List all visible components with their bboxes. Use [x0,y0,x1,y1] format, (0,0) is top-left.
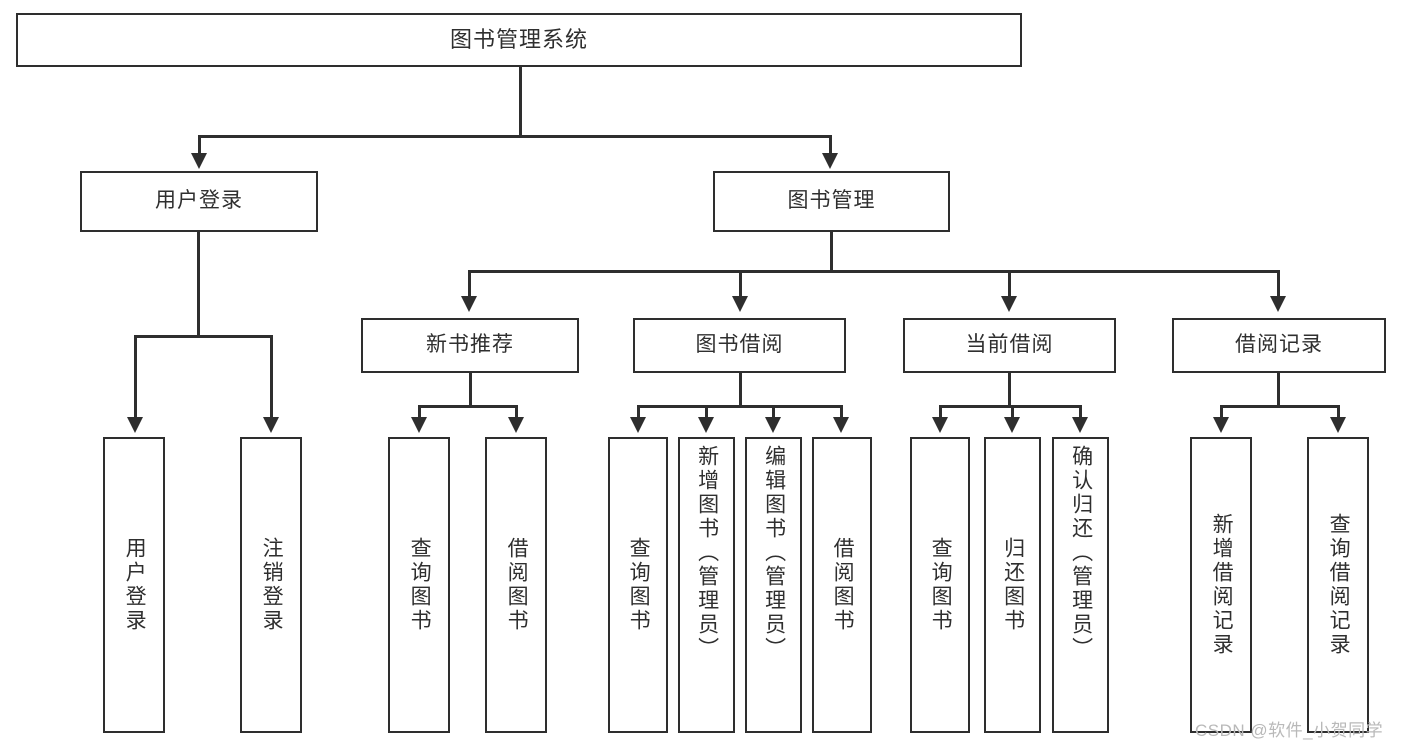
arrow-book-manage-to-current-borrow [1001,296,1017,312]
connector-user-login-stem [197,232,200,337]
node-label: 借阅图书 [831,537,855,633]
node-current-borrow[interactable]: 当前借阅 [903,318,1116,373]
node-leaf-borrow-book-2[interactable]: 借阅图书 [812,437,872,733]
arrow-book-manage-to-book-borrow [732,296,748,312]
connector-book-manage-b4 [1277,270,1280,299]
connector-root-bar [198,135,831,138]
node-root-system[interactable]: 图书管理系统 [16,13,1022,67]
node-leaf-query-book-3[interactable]: 查询图书 [910,437,970,733]
connector-user-login-left [134,335,137,419]
node-label: 借阅图书 [505,537,529,633]
node-label: 归还图书 [1001,537,1025,633]
node-book-manage[interactable]: 图书管理 [713,171,950,232]
node-label: 图书管理系统 [449,27,588,53]
connector-user-login-right [270,335,273,419]
node-label: 新增图书（管理员） [695,445,719,661]
connector-book-borrow-l2 [705,405,708,419]
arrow-root-to-user-login [191,153,207,169]
node-label: 查询图书 [929,537,953,633]
connector-borrow-record-bar [1220,405,1340,408]
connector-book-manage-bar [468,270,1280,273]
node-label: 查询图书 [627,537,651,633]
connector-root-to-book-manage [829,135,832,157]
connector-current-borrow-l2 [1011,405,1014,419]
node-label: 新书推荐 [426,333,514,357]
arrow-user-login-leaf-1 [127,417,143,433]
node-leaf-add-book-admin[interactable]: 新增图书（管理员） [678,437,735,733]
connector-book-manage-b1 [468,270,471,299]
node-leaf-add-borrow-record[interactable]: 新增借阅记录 [1190,437,1252,733]
connector-book-borrow-l1 [637,405,640,419]
connector-root-to-user-login [198,135,201,157]
arrow-book-manage-to-borrow-record [1270,296,1286,312]
arrow-root-to-book-manage [822,153,838,169]
connector-borrow-record-l1 [1220,405,1223,419]
connector-book-manage-b2 [739,270,742,299]
arrow-book-manage-to-new-book [461,296,477,312]
node-leaf-confirm-return-admin[interactable]: 确认归还（管理员） [1052,437,1109,733]
connector-book-borrow-bar [637,405,842,408]
connector-new-book-stem [469,373,472,408]
connector-root-stem [519,67,522,137]
connector-book-borrow-l3 [772,405,775,419]
node-leaf-user-login[interactable]: 用户登录 [103,437,165,733]
node-label: 查询借阅记录 [1327,513,1351,657]
connector-borrow-record-stem [1277,373,1280,408]
node-label: 借阅记录 [1235,333,1323,357]
node-new-book-recommend[interactable]: 新书推荐 [361,318,579,373]
node-label: 注销登录 [260,537,284,633]
arrow-book-borrow-leaf-2 [698,417,714,433]
node-label: 新增借阅记录 [1210,513,1234,657]
connector-book-manage-b3 [1008,270,1011,299]
node-label: 图书管理 [787,189,876,213]
arrow-new-book-leaf-1 [411,417,427,433]
arrow-new-book-leaf-2 [508,417,524,433]
node-leaf-logout-login[interactable]: 注销登录 [240,437,302,733]
arrow-book-borrow-leaf-1 [630,417,646,433]
arrow-borrow-record-leaf-1 [1213,417,1229,433]
connector-new-book-l1 [418,405,421,419]
node-book-borrow[interactable]: 图书借阅 [633,318,846,373]
arrow-current-borrow-leaf-1 [932,417,948,433]
node-leaf-query-book-1[interactable]: 查询图书 [388,437,450,733]
connector-new-book-l2 [515,405,518,419]
arrow-book-borrow-leaf-4 [833,417,849,433]
connector-current-borrow-l3 [1079,405,1082,419]
arrow-user-login-leaf-2 [263,417,279,433]
arrow-borrow-record-leaf-2 [1330,417,1346,433]
node-label: 查询图书 [408,537,432,633]
connector-new-book-bar [418,405,518,408]
connector-current-borrow-l1 [939,405,942,419]
arrow-current-borrow-leaf-3 [1072,417,1088,433]
node-label: 当前借阅 [965,333,1054,357]
node-label: 用户登录 [123,537,147,633]
node-label: 确认归还（管理员） [1069,445,1093,661]
connector-borrow-record-l2 [1337,405,1340,419]
node-leaf-edit-book-admin[interactable]: 编辑图书（管理员） [745,437,802,733]
connector-book-borrow-stem [739,373,742,408]
arrow-book-borrow-leaf-3 [765,417,781,433]
connector-book-manage-stem [830,232,833,272]
node-leaf-query-book-2[interactable]: 查询图书 [608,437,668,733]
connector-user-login-bar [134,335,272,338]
node-label: 编辑图书（管理员） [762,445,786,661]
csdn-watermark: CSDN @软件_小贺同学 [1195,721,1384,740]
node-label: 图书借阅 [695,333,784,357]
node-label: 用户登录 [155,189,243,213]
connector-current-borrow-stem [1008,373,1011,408]
node-leaf-return-book[interactable]: 归还图书 [984,437,1041,733]
node-leaf-borrow-book-1[interactable]: 借阅图书 [485,437,547,733]
node-user-login[interactable]: 用户登录 [80,171,318,232]
node-borrow-record[interactable]: 借阅记录 [1172,318,1386,373]
connector-book-borrow-l4 [840,405,843,419]
arrow-current-borrow-leaf-2 [1004,417,1020,433]
connector-current-borrow-bar [939,405,1081,408]
node-leaf-query-borrow-record[interactable]: 查询借阅记录 [1307,437,1369,733]
